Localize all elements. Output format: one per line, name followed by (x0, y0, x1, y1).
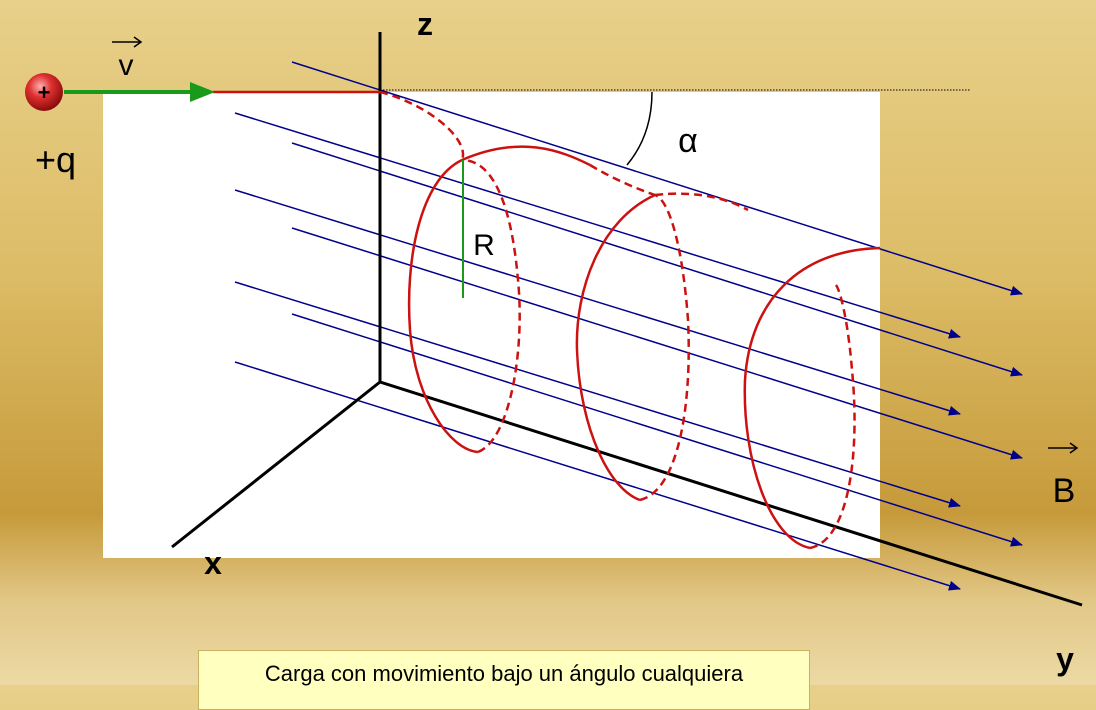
helix-loop-1-hidden (379, 90, 465, 161)
helix-loop-1-back (461, 158, 521, 454)
velocity-arrow (64, 82, 215, 102)
helix-loop-3-back (809, 284, 856, 550)
y-axis-label: y (1056, 641, 1074, 677)
field-label: B (1053, 472, 1076, 510)
angle-label: α (678, 122, 698, 160)
helix-loop-2-front (461, 145, 591, 167)
helical-trajectory (213, 90, 881, 550)
z-axis-label: z (417, 6, 433, 42)
caption-box: Carga con movimiento bajo un ángulo cual… (198, 650, 810, 710)
field-line-1 (291, 61, 1023, 296)
y-axis-line (379, 380, 1083, 607)
helix-loop-3-front (743, 246, 881, 550)
angle-arc (626, 91, 653, 166)
charge-label: +q (35, 139, 76, 180)
field-line-3 (291, 142, 1023, 377)
field-line-5 (291, 227, 1023, 460)
charge-sign-label: + (38, 80, 51, 105)
field-line-2 (234, 112, 961, 339)
helix-loop-2-arc (575, 193, 656, 502)
velocity-label: v (119, 49, 134, 82)
x-axis-label: x (204, 545, 222, 581)
vector-b-arrow-icon (1048, 442, 1079, 454)
helix-loop-2-link-hidden (589, 163, 656, 197)
helix-loop-2-back (639, 193, 690, 502)
field-line-4 (234, 189, 961, 416)
x-axis-line (171, 380, 381, 549)
field-line-6 (234, 281, 961, 508)
helix-loop-3-link-hidden (654, 192, 749, 212)
helix-loop-1-front (407, 158, 479, 454)
vector-v-arrow-icon (112, 36, 143, 48)
helical-motion-diagram: + z x y v +q α R B (25, 6, 1083, 677)
radius-label: R (473, 229, 495, 262)
positive-charge-ball (25, 73, 63, 111)
white-panel (103, 92, 880, 558)
